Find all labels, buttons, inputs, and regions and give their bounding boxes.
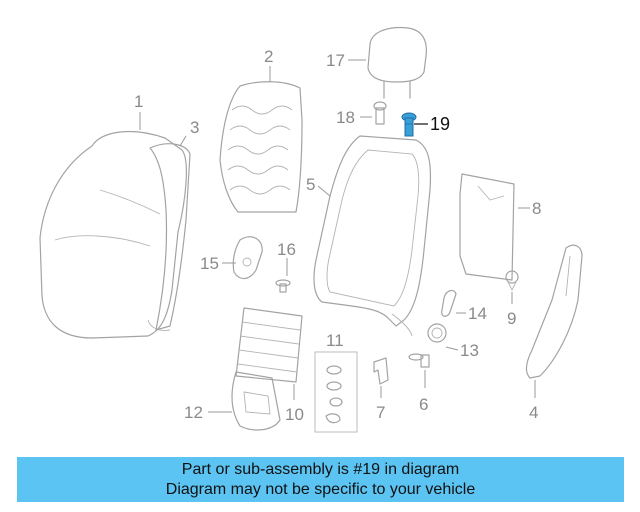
callout-4: 4 (529, 403, 538, 422)
part-10-lumbar-support (235, 307, 303, 383)
callout-6: 6 (419, 395, 428, 414)
callout-13: 13 (460, 341, 479, 360)
part-8-side-panel (459, 173, 515, 281)
callout-7: 7 (376, 403, 385, 422)
part-14-strap (441, 289, 457, 317)
part-2-foam-pad (219, 81, 303, 213)
parts-diagram: 1 3 2 17 18 19 5 (39, 26, 583, 433)
part-7-bracket (373, 357, 389, 385)
part-6-bolt (408, 353, 430, 368)
callout-15: 15 (200, 254, 219, 273)
part-15-recliner-cover (232, 236, 263, 280)
callout-10: 10 (285, 405, 304, 424)
callout-9: 9 (507, 309, 516, 328)
callout-1: 1 (134, 92, 143, 111)
part-11-clip-kit (314, 351, 358, 433)
callout-17: 17 (326, 51, 345, 70)
callout-2: 2 (264, 47, 273, 66)
part-18-headrest-guide (373, 101, 387, 125)
callout-19: 19 (430, 114, 450, 134)
part-16-screw (275, 279, 291, 293)
banner-line-1: Part or sub-assembly is #19 in diagram (181, 461, 460, 478)
info-banner: Part or sub-assembly is #19 in diagram D… (17, 457, 624, 502)
part-5-seatback-frame (313, 135, 432, 337)
part-13-knob (427, 323, 447, 343)
callout-8: 8 (532, 199, 541, 218)
callout-5: 5 (306, 175, 315, 194)
callout-16: 16 (277, 240, 296, 259)
part-4-side-trim (525, 244, 583, 379)
part-17-headrest (367, 26, 427, 99)
part-19-headrest-guide (401, 112, 417, 137)
banner-line-2: Diagram may not be specific to your vehi… (165, 481, 476, 498)
callout-11: 11 (326, 331, 344, 350)
part-9-clip (505, 270, 519, 292)
part-12-lumbar-adjuster (231, 371, 281, 431)
callout-12: 12 (184, 403, 203, 422)
callout-14: 14 (468, 304, 487, 323)
part-3-side-bolster (149, 143, 191, 331)
callout-18: 18 (336, 108, 355, 127)
callout-3: 3 (190, 118, 199, 137)
part-1-seatback-cover (39, 131, 187, 339)
